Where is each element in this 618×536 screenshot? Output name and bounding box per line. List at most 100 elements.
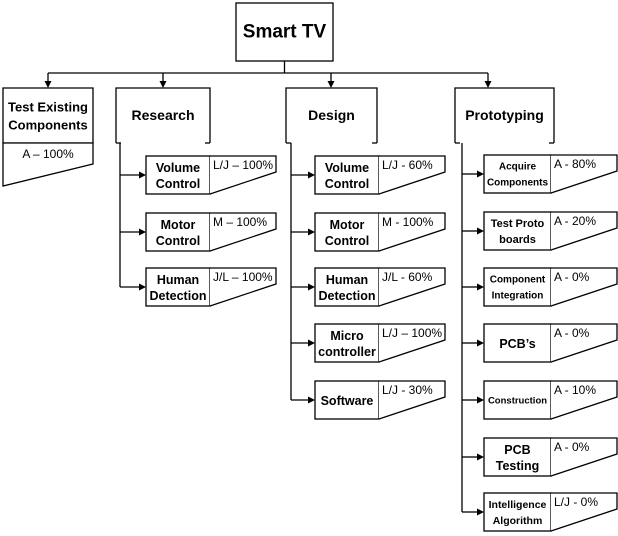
arrow-head-right (139, 171, 146, 179)
child-tag-box (378, 212, 446, 252)
branch-label: Prototyping (465, 107, 544, 123)
child-node-label: Micro (330, 329, 364, 343)
child-tag-box (378, 323, 446, 363)
child-node-box (314, 155, 380, 195)
completion-tag: L/J – 100% (213, 158, 273, 172)
child-tag-box (550, 267, 618, 307)
child-node-label: Component (490, 275, 546, 286)
child-node-label: Detection (150, 289, 207, 303)
child-node-label: Control (325, 177, 369, 191)
completion-tag: M – 100% (213, 215, 267, 229)
child-node-box (314, 323, 380, 363)
completion-tag: A - 80% (554, 157, 596, 171)
child-node-box (483, 492, 552, 532)
completion-tag: L/J – 100% (382, 326, 442, 340)
completion-tag: A - 10% (554, 383, 596, 397)
child-node-box (314, 267, 380, 307)
child-node-label: Control (156, 177, 200, 191)
branch-tag-box (2, 142, 94, 187)
child-node-label: controller (318, 345, 376, 359)
arrow-head-right (477, 508, 484, 516)
child-tag-box (550, 380, 618, 420)
child-tag-box (209, 212, 277, 252)
child-node-label: Software (321, 394, 374, 408)
arrow-head-right (477, 227, 484, 235)
completion-tag: A - 20% (554, 214, 596, 228)
child-tag-box (378, 267, 446, 307)
branch-label: Research (131, 107, 194, 123)
completion-tag: A - 0% (554, 326, 590, 340)
child-node-label: Acquire (499, 162, 537, 173)
child-node-label: Intelligence (489, 499, 547, 511)
child-node-label: Control (156, 234, 200, 248)
branch-label: Components (8, 118, 87, 133)
root-node-label: Smart TV (243, 22, 327, 43)
arrow-head-down (44, 81, 52, 88)
child-node-label: Components (487, 178, 549, 189)
arrow-head-right (477, 453, 484, 461)
child-tag-box (550, 492, 618, 532)
branch-label: Design (308, 107, 355, 123)
branch-box-prototyping (454, 87, 555, 143)
completion-tag: L/J - 60% (382, 158, 433, 172)
child-node-box (483, 380, 552, 420)
completion-tag: A - 0% (554, 270, 590, 284)
child-node-label: Motor (330, 218, 365, 232)
child-node-label: Human (326, 273, 368, 287)
arrow-head-down (484, 81, 492, 88)
child-node-label: PCB (504, 443, 530, 457)
completion-tag: A – 100% (22, 147, 74, 161)
completion-tag: A - 0% (554, 440, 590, 454)
branch-box-design (285, 87, 378, 143)
child-node-label: Construction (488, 396, 547, 407)
child-tag-box (209, 267, 277, 307)
child-node-box (483, 154, 552, 194)
child-node-label: Volume (325, 161, 369, 175)
child-tag-box (209, 155, 277, 195)
completion-tag: L/J - 0% (554, 495, 598, 509)
child-node-box (145, 267, 211, 307)
child-node-box (483, 267, 552, 307)
branch-label: Test Existing (8, 100, 88, 115)
child-node-label: Motor (161, 218, 196, 232)
child-node-box (145, 155, 211, 195)
child-node-box (314, 212, 380, 252)
completion-tag: L/J - 30% (382, 383, 433, 397)
child-node-label: Detection (319, 289, 376, 303)
child-node-label: boards (499, 234, 536, 246)
child-tag-box (378, 380, 446, 420)
branch-box-test-existing (2, 87, 94, 144)
arrow-head-right (308, 339, 315, 347)
arrow-head-right (477, 396, 484, 404)
completion-tag: M - 100% (382, 215, 434, 229)
completion-tag: J/L - 60% (382, 270, 433, 284)
child-node-label: Testing (496, 459, 540, 473)
arrow-head-right (308, 228, 315, 236)
arrow-head-right (477, 170, 484, 178)
child-node-label: Volume (156, 161, 200, 175)
child-node-label: Integration (492, 291, 544, 302)
child-tag-box (550, 211, 618, 251)
arrow-head-right (477, 283, 484, 291)
arrow-head-down (159, 81, 167, 88)
child-tag-box (550, 323, 618, 363)
child-tag-box (378, 155, 446, 195)
child-node-box (314, 380, 380, 420)
arrow-head-right (139, 283, 146, 291)
branch-box-research (115, 87, 211, 143)
child-node-label: PCB’s (499, 337, 535, 351)
arrow-head-down (327, 81, 335, 88)
arrow-head-right (139, 228, 146, 236)
child-node-box (483, 437, 552, 477)
arrow-head-right (308, 396, 315, 404)
arrow-head-right (477, 339, 484, 347)
arrow-head-right (308, 171, 315, 179)
completion-tag: J/L – 100% (213, 270, 273, 284)
child-tag-box (550, 437, 618, 477)
arrow-head-right (308, 283, 315, 291)
child-node-label: Test Proto (491, 218, 545, 230)
child-tag-box (550, 154, 618, 194)
child-node-label: Control (325, 234, 369, 248)
